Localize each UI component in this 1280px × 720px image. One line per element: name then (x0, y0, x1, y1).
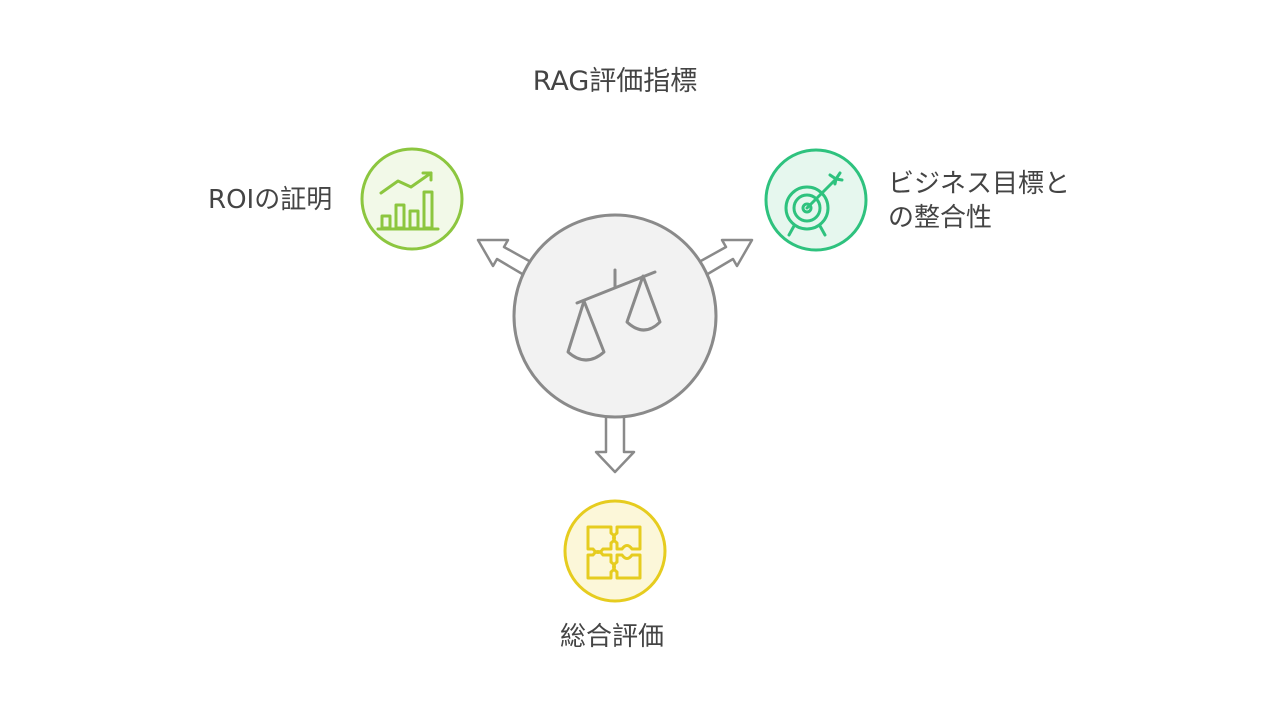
label-overall-evaluation: 総合評価 (560, 622, 665, 652)
diagram-title: RAG評価指標 (532, 66, 698, 97)
label-business-alignment: ビジネス目標と の整合性 (888, 167, 1070, 235)
node-business-alignment (764, 148, 868, 252)
balance-scale-icon (566, 268, 662, 362)
label-business-line-2: の整合性 (888, 203, 993, 233)
arrow-to-overall (594, 413, 636, 474)
puzzle-icon (586, 525, 642, 580)
target-arrow-icon (784, 171, 844, 237)
node-overall-evaluation (563, 499, 667, 603)
node-roi (360, 147, 464, 251)
arrow-to-business (695, 238, 754, 277)
label-business-line-1: ビジネス目標と (888, 169, 1071, 199)
center-hub (512, 213, 718, 419)
arrow-to-roi (476, 238, 535, 277)
bar-chart-trend-icon (376, 171, 440, 231)
label-roi: ROIの証明 (208, 185, 333, 215)
